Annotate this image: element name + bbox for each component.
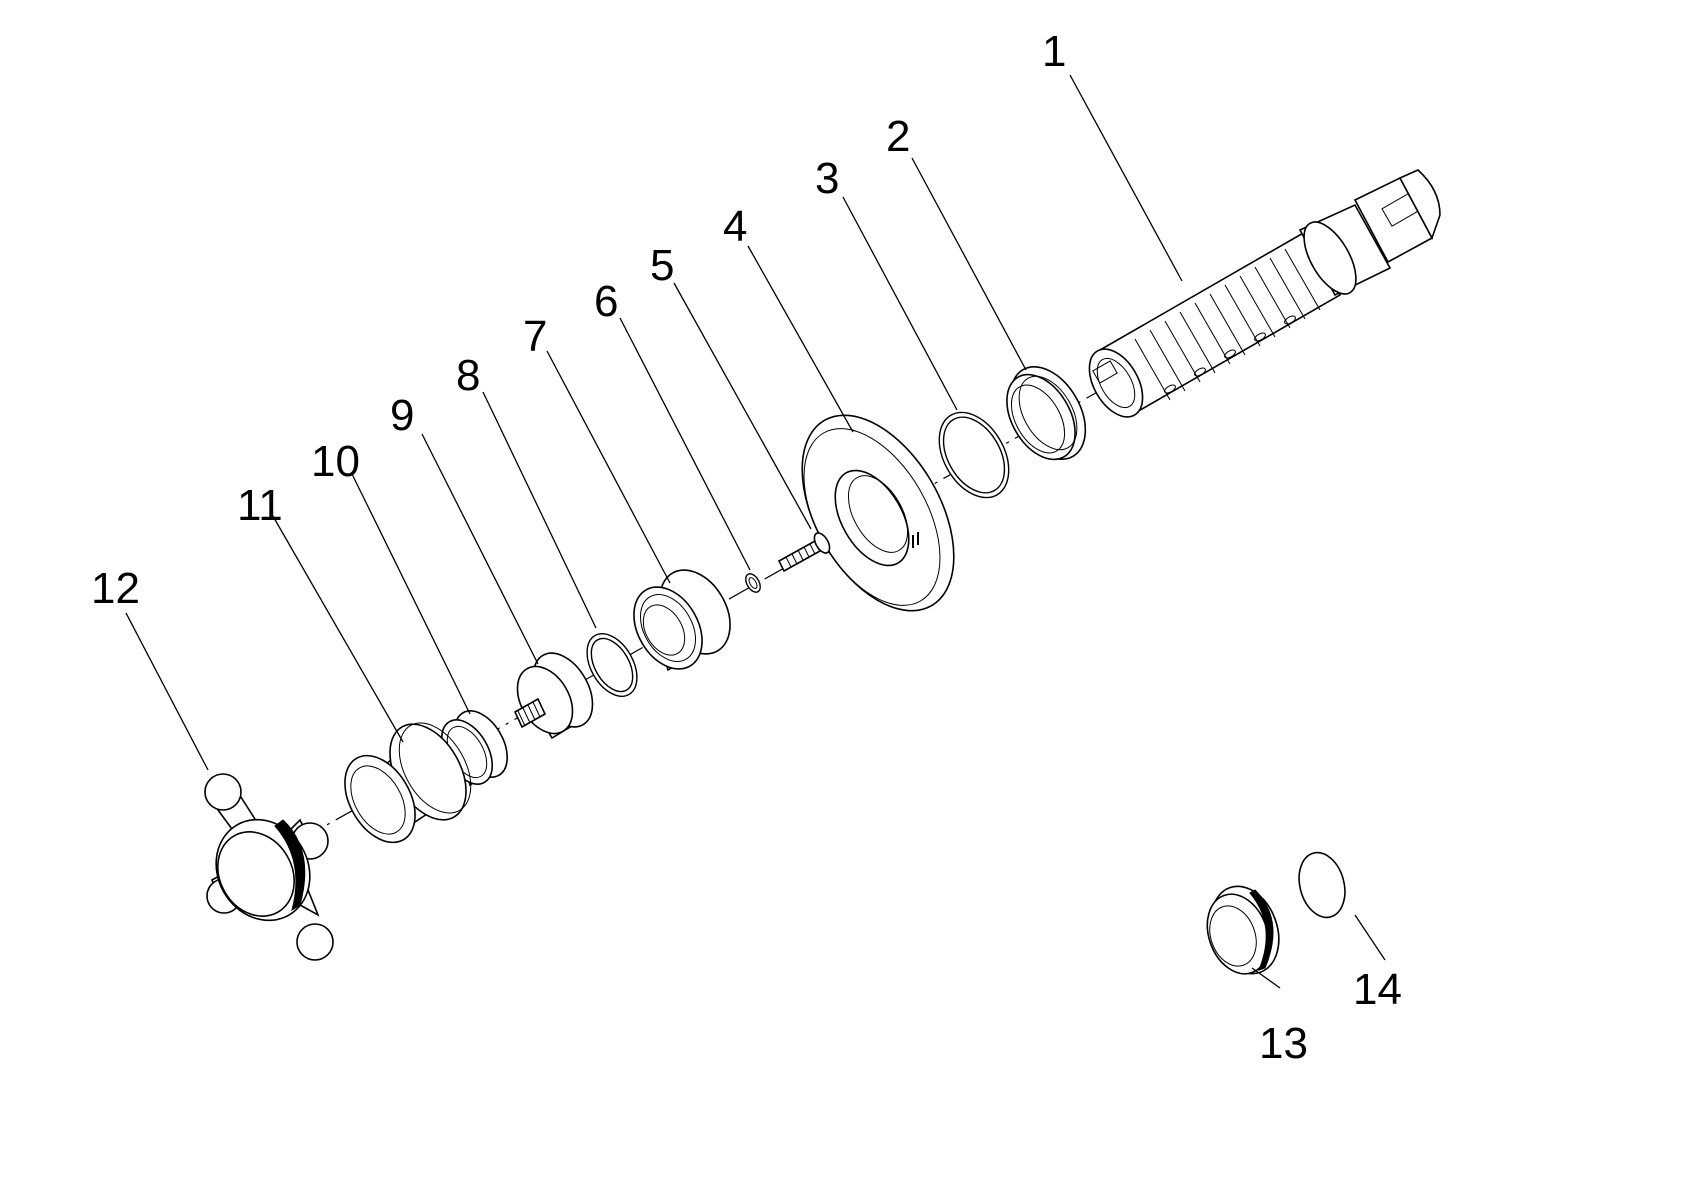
part-11-extension-sleeve xyxy=(344,722,472,844)
part-9-spline-adapter xyxy=(513,652,594,740)
part-12-cross-handle xyxy=(204,773,334,961)
leader-14 xyxy=(1354,914,1386,961)
callout-6: 6 xyxy=(594,277,618,326)
leader-4 xyxy=(747,245,854,433)
leader-3 xyxy=(842,196,958,411)
part-5-screw xyxy=(777,532,831,573)
callout-1: 1 xyxy=(1042,27,1066,76)
part-8-o-ring xyxy=(586,633,638,697)
callout-10: 10 xyxy=(311,437,360,486)
callout-14: 14 xyxy=(1353,965,1402,1014)
leader-9 xyxy=(421,433,539,665)
callout-12: 12 xyxy=(91,564,140,613)
callout-numbers: 1 2 3 4 5 6 7 8 9 10 11 12 13 14 xyxy=(91,27,1402,1068)
part-1-valve-body xyxy=(1088,169,1441,418)
callout-9: 9 xyxy=(390,391,414,440)
part-2-threaded-ring xyxy=(1006,366,1087,461)
part-14-cap-disc xyxy=(1298,851,1346,919)
part-4-escutcheon xyxy=(801,414,955,612)
leader-13 xyxy=(1251,967,1281,989)
leader-6 xyxy=(619,317,751,571)
callout-8: 8 xyxy=(456,351,480,400)
leader-1 xyxy=(1069,74,1183,282)
leader-lines xyxy=(125,74,1386,989)
leader-10 xyxy=(351,473,471,715)
leader-11 xyxy=(269,510,404,743)
leader-8 xyxy=(482,391,597,629)
leader-5 xyxy=(673,282,812,530)
leader-7 xyxy=(546,350,671,584)
callout-11: 11 xyxy=(237,481,283,530)
leader-12 xyxy=(125,612,209,771)
part-3-o-ring xyxy=(938,411,1010,499)
leader-2 xyxy=(911,157,1027,371)
callout-13: 13 xyxy=(1259,1019,1308,1068)
part-13-ring xyxy=(1206,885,1280,975)
callout-3: 3 xyxy=(815,154,839,203)
callout-5: 5 xyxy=(650,241,674,290)
callout-4: 4 xyxy=(723,202,747,251)
part-6-washer xyxy=(745,573,761,593)
part-7-sleeve xyxy=(633,569,731,672)
callout-2: 2 xyxy=(886,112,910,161)
part-10-bushing xyxy=(440,710,509,787)
callout-7: 7 xyxy=(523,312,547,361)
